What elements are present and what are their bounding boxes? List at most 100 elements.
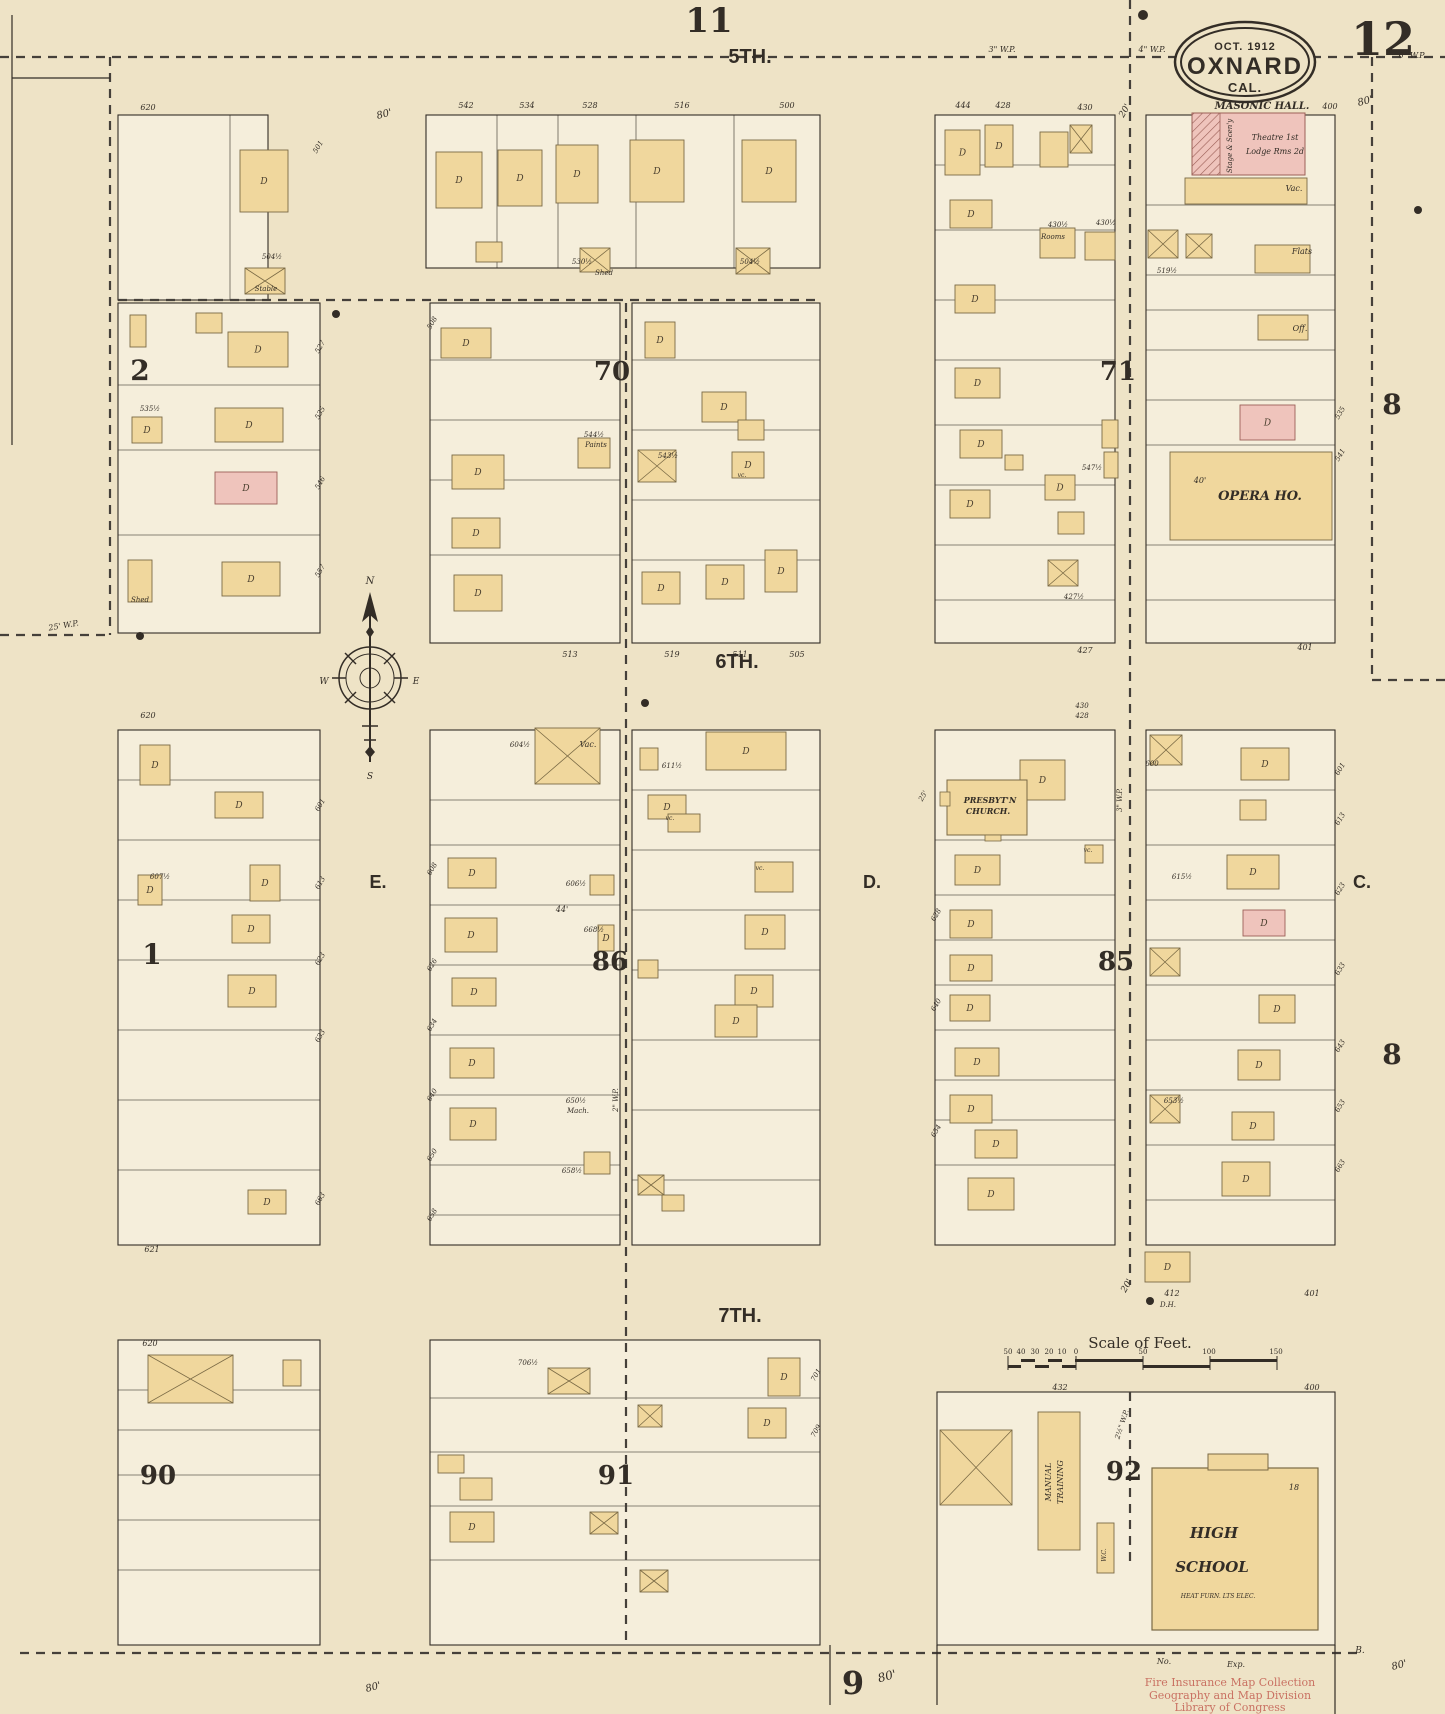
map-label: Lodge Rms 2d: [1245, 147, 1304, 156]
dwelling-mark: D: [749, 987, 757, 997]
dwelling-mark: D: [244, 421, 252, 431]
map-label: 528: [582, 101, 597, 110]
dwelling-mark: D: [473, 468, 481, 478]
dwelling-mark: D: [1263, 419, 1271, 429]
building: D: [1237, 1049, 1281, 1081]
block-number-8b: 8: [1382, 1038, 1401, 1071]
building: D: [644, 321, 676, 359]
building-footprint: [451, 977, 497, 1007]
building-footprint: [641, 571, 681, 605]
building-cross-mark: [547, 1367, 591, 1395]
building: D: [137, 874, 163, 906]
building-footprint: [129, 314, 147, 348]
building: D: [767, 1357, 801, 1397]
building: D: [449, 1107, 497, 1141]
building: D: [949, 994, 991, 1022]
dwelling-mark: D: [662, 803, 670, 813]
building-footprint: [1240, 747, 1290, 781]
building-footprint: [1184, 177, 1308, 205]
building: D: [221, 561, 281, 597]
presbyterian-church-building: [939, 779, 1028, 842]
building: D: [744, 914, 786, 950]
building: [661, 1194, 685, 1212]
map-label: 658½: [562, 1167, 582, 1175]
building: [637, 1174, 665, 1196]
building-footprint: [1101, 419, 1119, 449]
map-label: 600: [1145, 760, 1159, 768]
street-label-c: C.: [1353, 872, 1371, 892]
stamp-line-3: Library of Congress: [1174, 1701, 1285, 1714]
building: [1037, 1411, 1081, 1551]
building: D: [705, 564, 745, 600]
building-footprint: [701, 391, 747, 423]
building-footprint: [954, 1047, 1000, 1077]
building-footprint: [1237, 1049, 1281, 1081]
map-label: vc.: [1084, 847, 1093, 854]
building-footprint: [437, 1454, 465, 1474]
building: [1147, 229, 1179, 259]
dwelling-mark: D: [994, 142, 1002, 152]
building: [1169, 451, 1333, 541]
map-label: 80': [375, 107, 393, 122]
map-label: Exp.: [1226, 1660, 1245, 1669]
building-cross-mark: [1149, 1094, 1181, 1124]
building-footprint: [444, 917, 498, 953]
building-footprint: [449, 1047, 495, 1079]
building: D: [555, 144, 599, 204]
map-label: 615½: [1172, 873, 1192, 881]
building-footprint: [282, 1359, 302, 1387]
building-footprint: [475, 241, 503, 263]
map-label: 607½: [150, 873, 170, 881]
map-label: 18: [1289, 1483, 1299, 1492]
map-label: 706½: [518, 1359, 538, 1367]
building-footprint: [954, 367, 1001, 399]
stamp-line-1: Fire Insurance Map Collection: [1145, 1676, 1315, 1689]
compass-n: N: [365, 576, 376, 587]
building-footprint: [1057, 511, 1085, 535]
map-label: 6" W.P.: [1399, 51, 1426, 60]
building: [737, 419, 765, 441]
map-label: 604½: [510, 741, 530, 749]
building-footprint: [1039, 131, 1069, 168]
dwelling-mark: D: [1260, 760, 1268, 770]
dwelling-mark: D: [454, 176, 462, 186]
map-label: Vac.: [1286, 184, 1303, 193]
dwelling-mark: D: [572, 170, 580, 180]
dwelling-mark: D: [253, 346, 261, 356]
building: D: [944, 129, 981, 176]
building: [589, 874, 615, 896]
building-footprint: [453, 574, 503, 612]
building-cross-mark: [1047, 559, 1079, 587]
building-footprint: [1037, 1411, 1081, 1551]
building-cross-mark: [1185, 233, 1213, 259]
building-footprint: [214, 471, 278, 505]
building-footprint: [214, 407, 284, 443]
building-footprint: [1221, 1161, 1271, 1197]
building: [577, 437, 611, 469]
map-label: 80': [1390, 1658, 1408, 1673]
map-label: 653½: [1164, 1097, 1184, 1105]
map-label: 428: [994, 101, 1010, 110]
building: [534, 727, 601, 785]
building: D: [641, 571, 681, 605]
building: [195, 312, 223, 334]
map-label: 519: [664, 650, 679, 659]
building-footprint: [1044, 474, 1076, 501]
dwelling-mark: D: [1248, 868, 1256, 878]
building-footprint: [249, 864, 281, 902]
dwelling-mark: D: [731, 1017, 739, 1027]
building: D: [214, 471, 278, 505]
label-masonic-hall: MASONIC HALL.: [1214, 101, 1310, 112]
building-footprint: [705, 731, 787, 771]
building: [1039, 227, 1076, 259]
map-label: 547½: [1082, 464, 1102, 472]
dwelling-mark: D: [467, 869, 475, 879]
building-footprint: [451, 517, 501, 549]
building-footprint: [497, 149, 543, 207]
building-footprint: [959, 429, 1003, 459]
street-label-7th: 7TH.: [718, 1305, 761, 1327]
building: [637, 449, 677, 483]
high-school-building: [1151, 1453, 1319, 1631]
building: D: [227, 974, 277, 1008]
building-footprint: [661, 1194, 685, 1212]
